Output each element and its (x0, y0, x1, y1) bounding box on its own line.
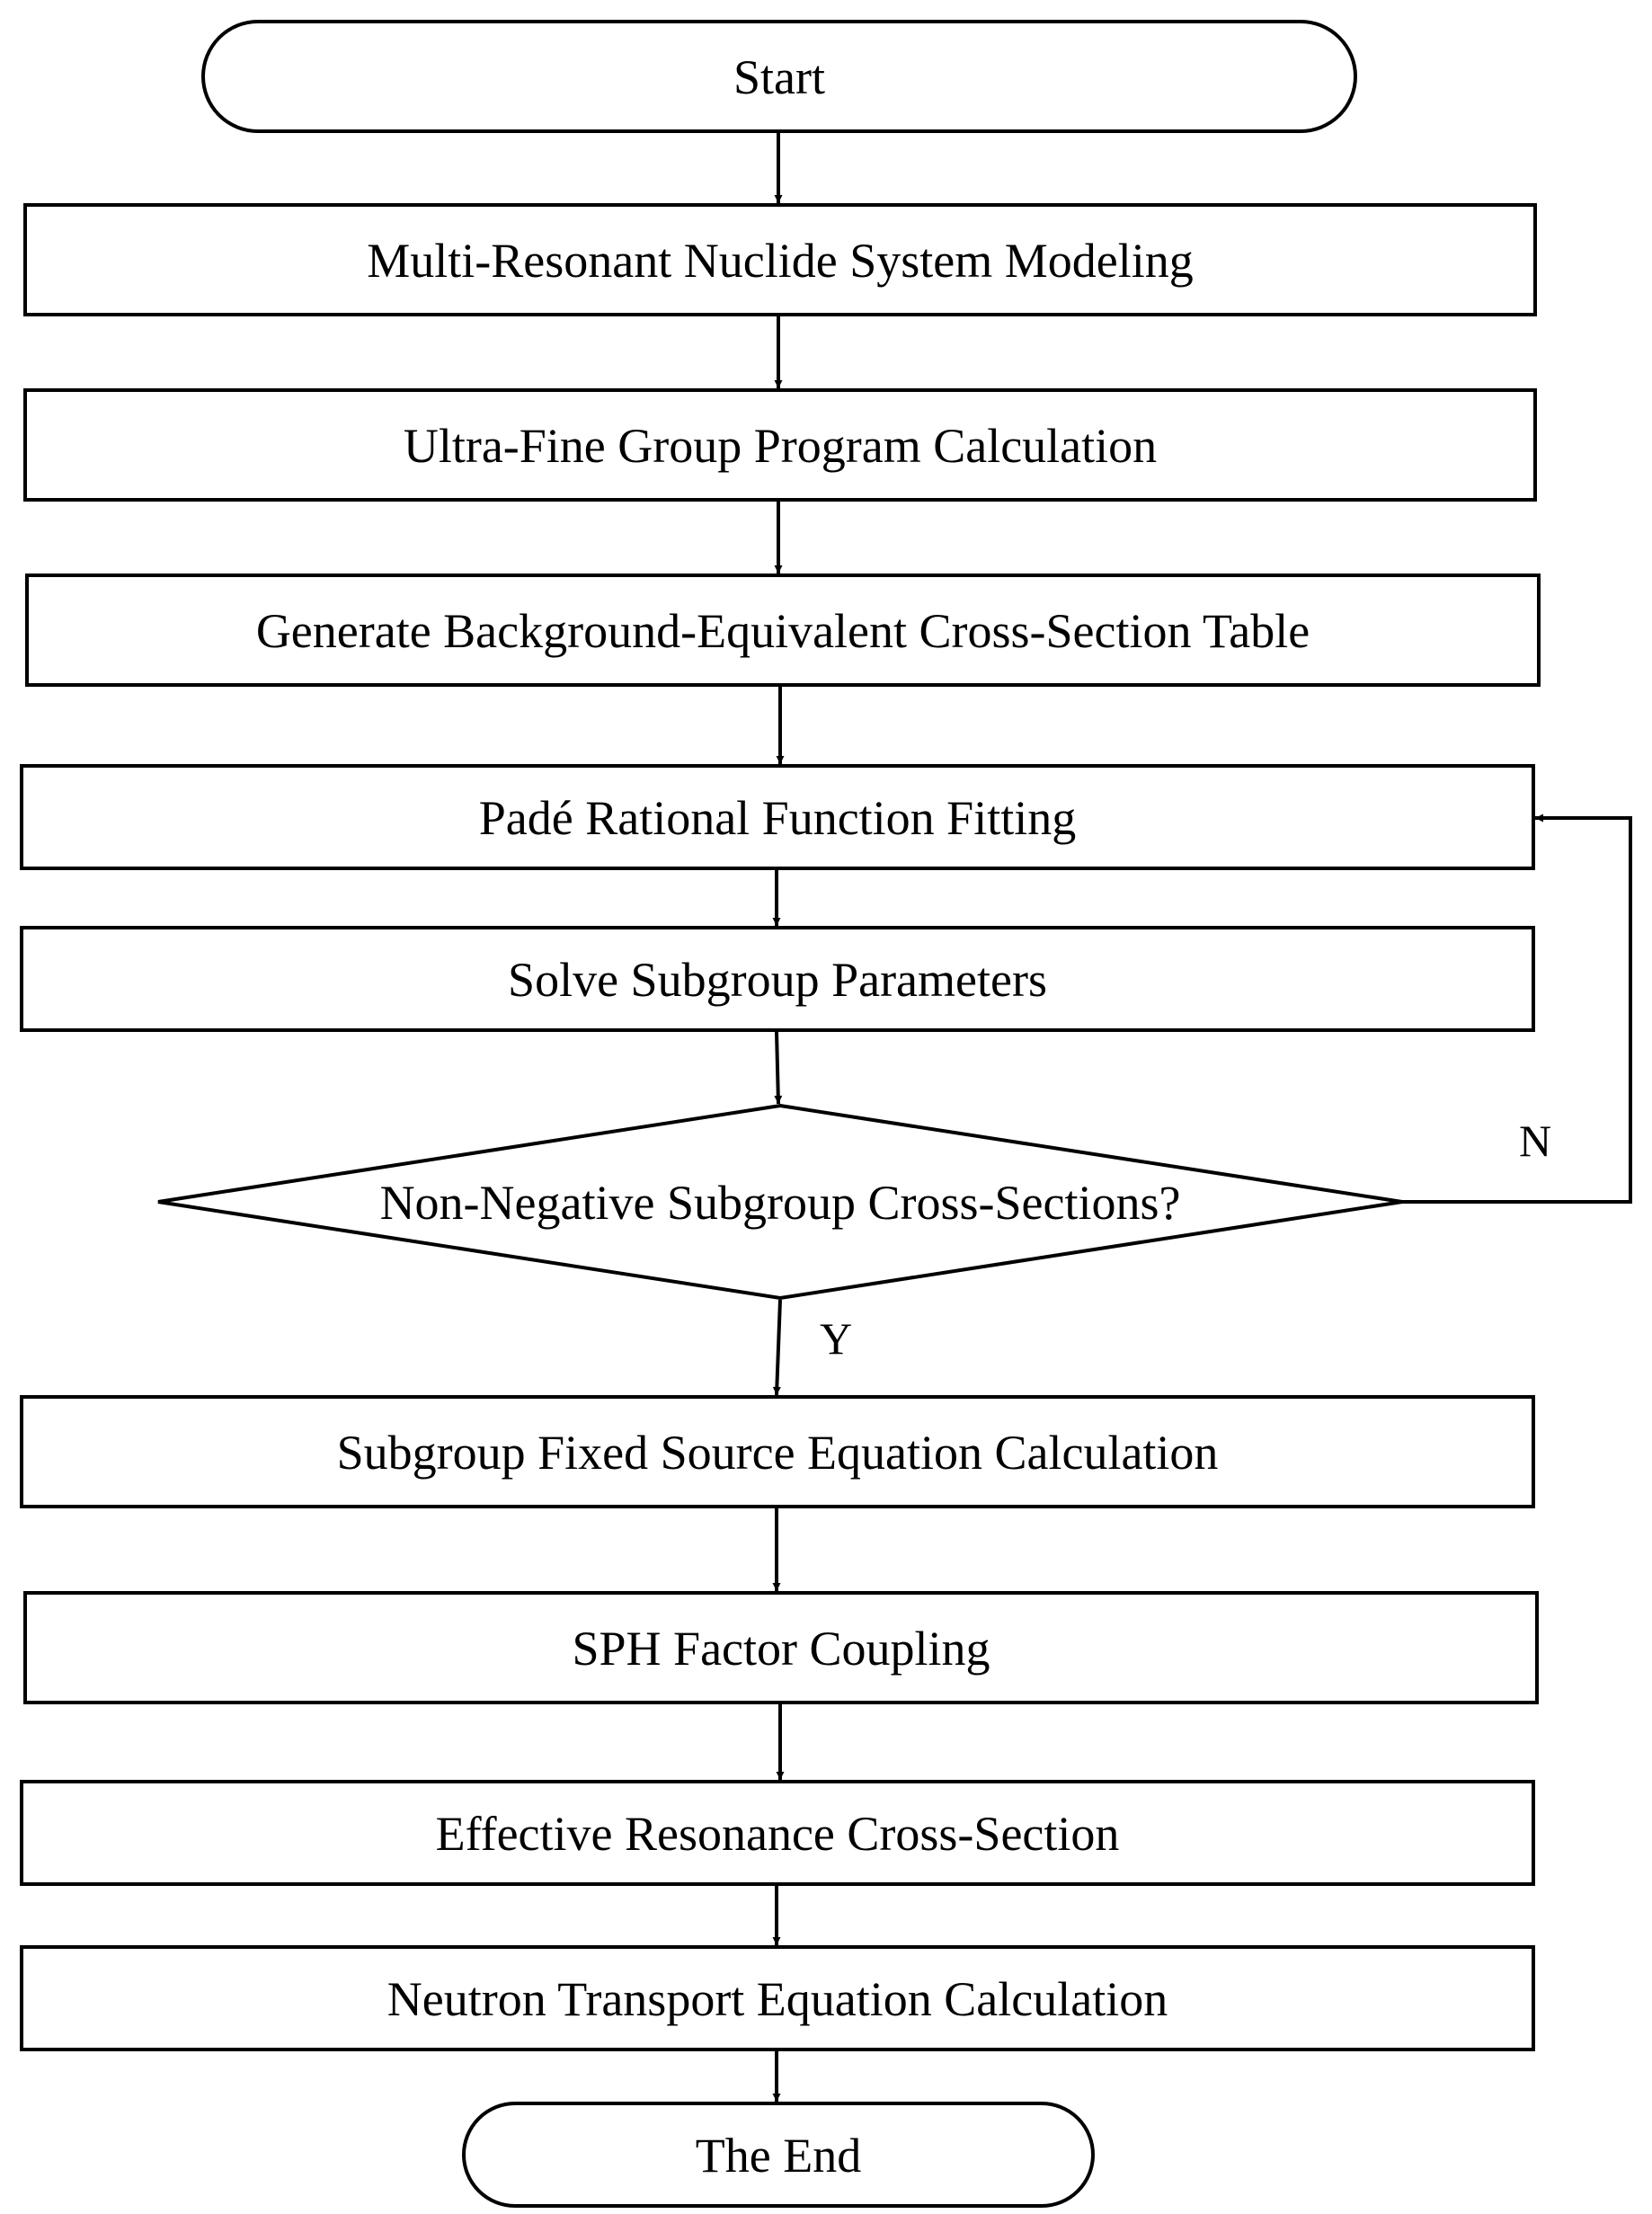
end-label: The End (696, 2129, 861, 2183)
step-pade-fitting-label: Padé Rational Function Fitting (479, 791, 1076, 845)
step-system-modeling-box (23, 203, 1537, 316)
start-label: Start (733, 50, 825, 104)
step-solve-parameters-label: Solve Subgroup Parameters (508, 953, 1047, 1007)
step-ultrafine-box (23, 388, 1537, 502)
no-branch-label: N (1519, 1116, 1551, 1166)
yes-branch-label: Y (820, 1313, 852, 1364)
decision-label: Non-Negative Subgroup Cross-Sections? (380, 1176, 1181, 1230)
step-background-table-box (25, 574, 1541, 687)
step-transport-label: Neutron Transport Equation Calculation (387, 1972, 1168, 2026)
step-fixed-source-label: Subgroup Fixed Source Equation Calculati… (337, 1426, 1219, 1480)
step-background-table-label: Generate Background-Equivalent Cross-Sec… (256, 604, 1310, 658)
step-fixed-source-box (20, 1395, 1535, 1508)
step-system-modeling-label: Multi-Resonant Nuclide System Modeling (367, 234, 1193, 288)
step-pade-fitting-box (20, 764, 1535, 870)
decision-diamond (157, 1103, 1403, 1301)
step-solve-parameters-box (20, 926, 1535, 1032)
start-terminal (201, 20, 1357, 133)
step-effective-xs-label: Effective Resonance Cross-Section (436, 1807, 1120, 1861)
arrow-solve-to-decision (774, 1031, 783, 1105)
arrow-decision-no-loop (1402, 814, 1632, 1204)
step-sph-coupling-box (23, 1591, 1539, 1704)
end-terminal (462, 2102, 1095, 2208)
step-transport-box (20, 1945, 1535, 2051)
step-effective-xs-box (20, 1780, 1535, 1886)
step-sph-coupling-label: SPH Factor Coupling (572, 1622, 990, 1676)
arrow-decision-yes (772, 1299, 782, 1396)
step-ultrafine-label: Ultra-Fine Group Program Calculation (404, 419, 1157, 473)
